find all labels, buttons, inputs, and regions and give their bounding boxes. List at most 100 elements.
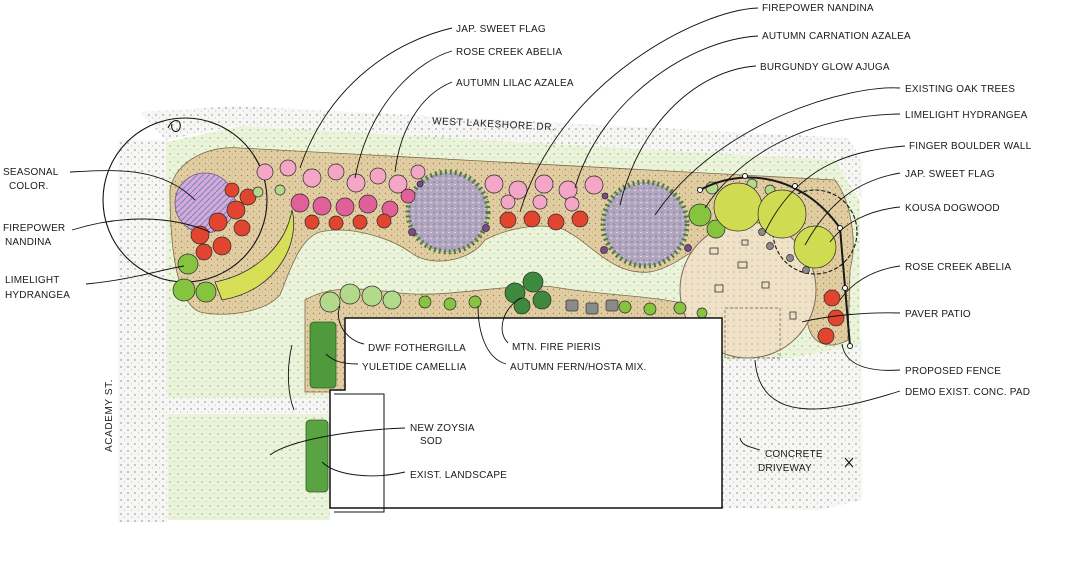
rose-creek-abelia-shrub — [279, 159, 297, 177]
kousa-dogwood-tree — [713, 182, 763, 232]
callout-autumn-carnation-azalea: AUTUMN CARNATION AZALEA — [762, 31, 911, 42]
stepping-stone — [605, 299, 619, 312]
concrete-driveway — [722, 338, 862, 510]
rose-creek-abelia-shrub — [346, 173, 366, 193]
limelight-hydrangea-shrub — [177, 253, 199, 275]
leader-line — [269, 427, 406, 456]
callout-finger-boulder-wall: FINGER BOULDER WALL — [909, 141, 1032, 152]
callout-concrete-driveway-line1: CONCRETE — [765, 449, 823, 460]
callout-seasonal-color-line1: SEASONAL — [3, 167, 59, 178]
leader-line — [754, 359, 901, 410]
firepower-nandina-shrub — [212, 236, 232, 256]
existing-oak-tree-east — [600, 179, 690, 269]
leader-line — [287, 344, 295, 411]
autumn-carnation-azalea-shrub — [508, 180, 528, 200]
walkway — [120, 398, 330, 414]
house-inner-line — [334, 393, 385, 513]
street-north — [140, 106, 862, 200]
callout-firepower-nandina-west-line1: FIREPOWER — [3, 223, 65, 234]
firepower-nandina-shrub — [190, 225, 210, 245]
callout-existing-oak-trees: EXISTING OAK TREES — [905, 84, 1015, 95]
callout-exist-landscape: EXIST. LANDSCAPE — [410, 470, 507, 481]
rose-creek-abelia-shrub — [823, 289, 841, 307]
autumn-fern-hosta — [618, 300, 632, 314]
demo-concrete-pad — [724, 307, 781, 359]
leader-line — [519, 7, 759, 213]
stepping-stone — [565, 299, 579, 312]
dwf-fothergilla-shrub — [361, 285, 383, 307]
callout-rose-creek-abelia: ROSE CREEK ABELIA — [456, 47, 562, 58]
callout-rose-creek-abelia-east: ROSE CREEK ABELIA — [905, 262, 1011, 273]
firepower-nandina-shrub — [547, 213, 565, 231]
leader-line — [501, 297, 523, 344]
leader-line — [71, 218, 211, 233]
kousa-dogwood-tree — [757, 189, 807, 239]
firepower-nandina-shrub — [376, 213, 392, 229]
burgundy-glow-ajuga — [684, 244, 692, 252]
callout-paver-patio: PAVER PATIO — [905, 309, 971, 320]
burgundy-glow-ajuga — [601, 192, 609, 200]
callout-concrete-driveway-line2: DRIVEWAY — [758, 463, 812, 474]
leader-line — [841, 343, 901, 371]
tree-canopy-mark — [167, 119, 181, 133]
leader-line — [839, 265, 901, 301]
yuletide-camellia-hedge — [309, 321, 337, 389]
autumn-carnation-azalea-shrub — [500, 194, 516, 210]
callout-autumn-fern-hosta-mix: AUTUMN FERN/HOSTA MIX. — [510, 362, 646, 373]
firepower-nandina-shrub — [499, 211, 517, 229]
jap-sweet-flag — [252, 186, 264, 198]
existing-oak-tree-west — [405, 169, 491, 255]
callout-new-zoysia-sod-line1: NEW ZOYSIA — [410, 423, 475, 434]
limelight-hydrangea-shrub — [688, 203, 712, 227]
firepower-nandina-shrub — [352, 214, 368, 230]
firepower-nandina-shrub — [328, 215, 344, 231]
firepower-nandina-shrub — [208, 212, 228, 232]
leader-line — [764, 145, 906, 233]
limelight-hydrangea-crescent — [214, 209, 295, 301]
autumn-carnation-azalea-shrub — [534, 174, 554, 194]
rose-creek-abelia-shrub — [369, 167, 387, 185]
leader-line — [801, 312, 901, 323]
limelight-hydrangea-shrub — [172, 278, 196, 302]
leader-line — [574, 35, 759, 189]
leader-line — [299, 27, 453, 169]
callout-jap-sweet-flag-east: JAP. SWEET FLAG — [905, 169, 995, 180]
jap-sweet-flag — [274, 184, 286, 196]
finger-boulder — [802, 266, 810, 274]
autumn-carnation-azalea-shrub — [564, 196, 580, 212]
street-label-west: ACADEMY ST. — [104, 379, 115, 452]
planting-bed-main — [169, 147, 854, 346]
kousa-dogwood-tree — [793, 225, 837, 269]
leader-line — [739, 437, 761, 451]
autumn-lilac-azalea-shrub — [312, 196, 332, 216]
firepower-nandina-shrub — [523, 210, 541, 228]
leader-lines — [69, 7, 906, 477]
callout-limelight-hydrangea: LIMELIGHT HYDRANGEA — [905, 110, 1028, 121]
autumn-lilac-azalea-shrub — [358, 194, 378, 214]
autumn-fern-hosta — [696, 307, 708, 319]
leader-line — [338, 305, 365, 345]
burgundy-glow-ajuga — [416, 180, 424, 188]
leader-line — [654, 87, 901, 216]
callout-jap-sweet-flag: JAP. SWEET FLAG — [456, 24, 546, 35]
x-mark-icon — [844, 457, 854, 468]
autumn-carnation-azalea-shrub — [484, 174, 504, 194]
autumn-carnation-azalea-shrub — [584, 175, 604, 195]
autumn-fern-hosta — [643, 302, 657, 316]
burgundy-glow-ajuga — [482, 224, 490, 232]
leader-line — [325, 353, 359, 365]
rose-creek-abelia-shrub — [817, 327, 835, 345]
callout-firepower-nandina: FIREPOWER NANDINA — [762, 3, 874, 14]
leader-line — [69, 170, 196, 201]
leader-line — [619, 65, 757, 206]
callout-firepower-nandina-west-line2: NANDINA — [5, 237, 52, 248]
callout-kousa-dogwood: KOUSA DOGWOOD — [905, 203, 1000, 214]
callout-autumn-lilac-azalea: AUTUMN LILAC AZALEA — [456, 78, 574, 89]
dwf-fothergilla-shrub — [319, 291, 341, 313]
firepower-nandina-shrub — [239, 188, 257, 206]
callout-limelight-hydrangea-west-line1: LIMELIGHT — [5, 275, 60, 286]
autumn-carnation-azalea-shrub — [532, 194, 548, 210]
callout-demo-exist-conc-pad: DEMO EXIST. CONC. PAD — [905, 387, 1030, 398]
autumn-fern-hosta — [673, 301, 687, 315]
leader-line — [85, 265, 185, 285]
